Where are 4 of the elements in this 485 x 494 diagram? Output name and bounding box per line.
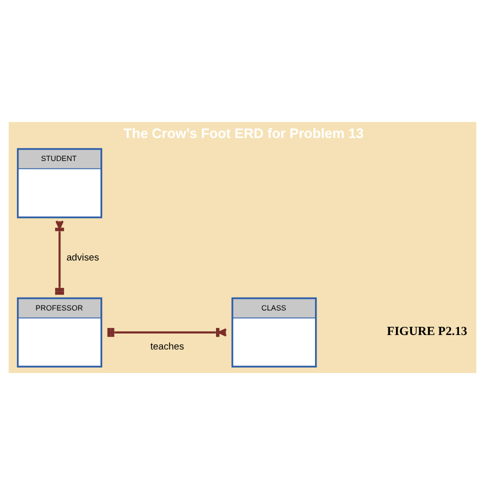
edge-label: teaches — [150, 340, 184, 352]
edge-label: advises — [66, 252, 100, 264]
label: FIGURE P2.13 — [386, 323, 468, 338]
diagram-title: The Crow’s Foot ERD for Problem 13 — [124, 125, 364, 140]
